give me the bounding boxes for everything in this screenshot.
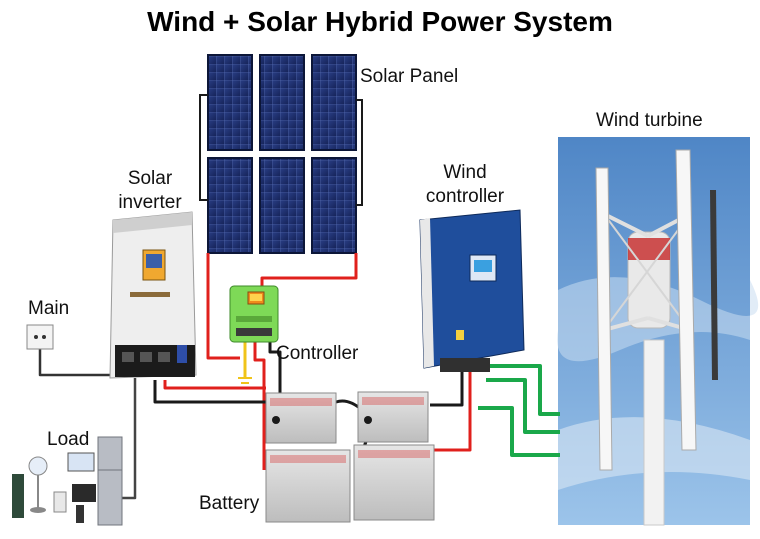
diagram-title: Wind + Solar Hybrid Power System [147,6,613,37]
label-battery: Battery [199,493,260,514]
load-appliances [12,436,123,526]
solar-panel-array [199,54,363,254]
solar-inverter-device [109,211,197,379]
battery-bank [265,391,435,523]
label-wind-controller-line2: controller [425,186,505,207]
label-wind-turbine: Wind turbine [596,110,703,131]
label-solar-panel: Solar Panel [360,66,459,87]
label-wind-controller-line1: Wind [443,162,487,183]
wall-socket-device [26,324,54,350]
wind-turbine-image [557,137,759,526]
charge-controller-device [229,285,279,343]
wind-controller-device [419,209,525,372]
label-main: Main [28,298,70,319]
label-load: Load [47,429,90,450]
label-controller: Controller [276,343,359,364]
label-solar-inverter-line1: Solar [127,168,173,189]
label-solar-inverter-line2: inverter [118,192,182,213]
